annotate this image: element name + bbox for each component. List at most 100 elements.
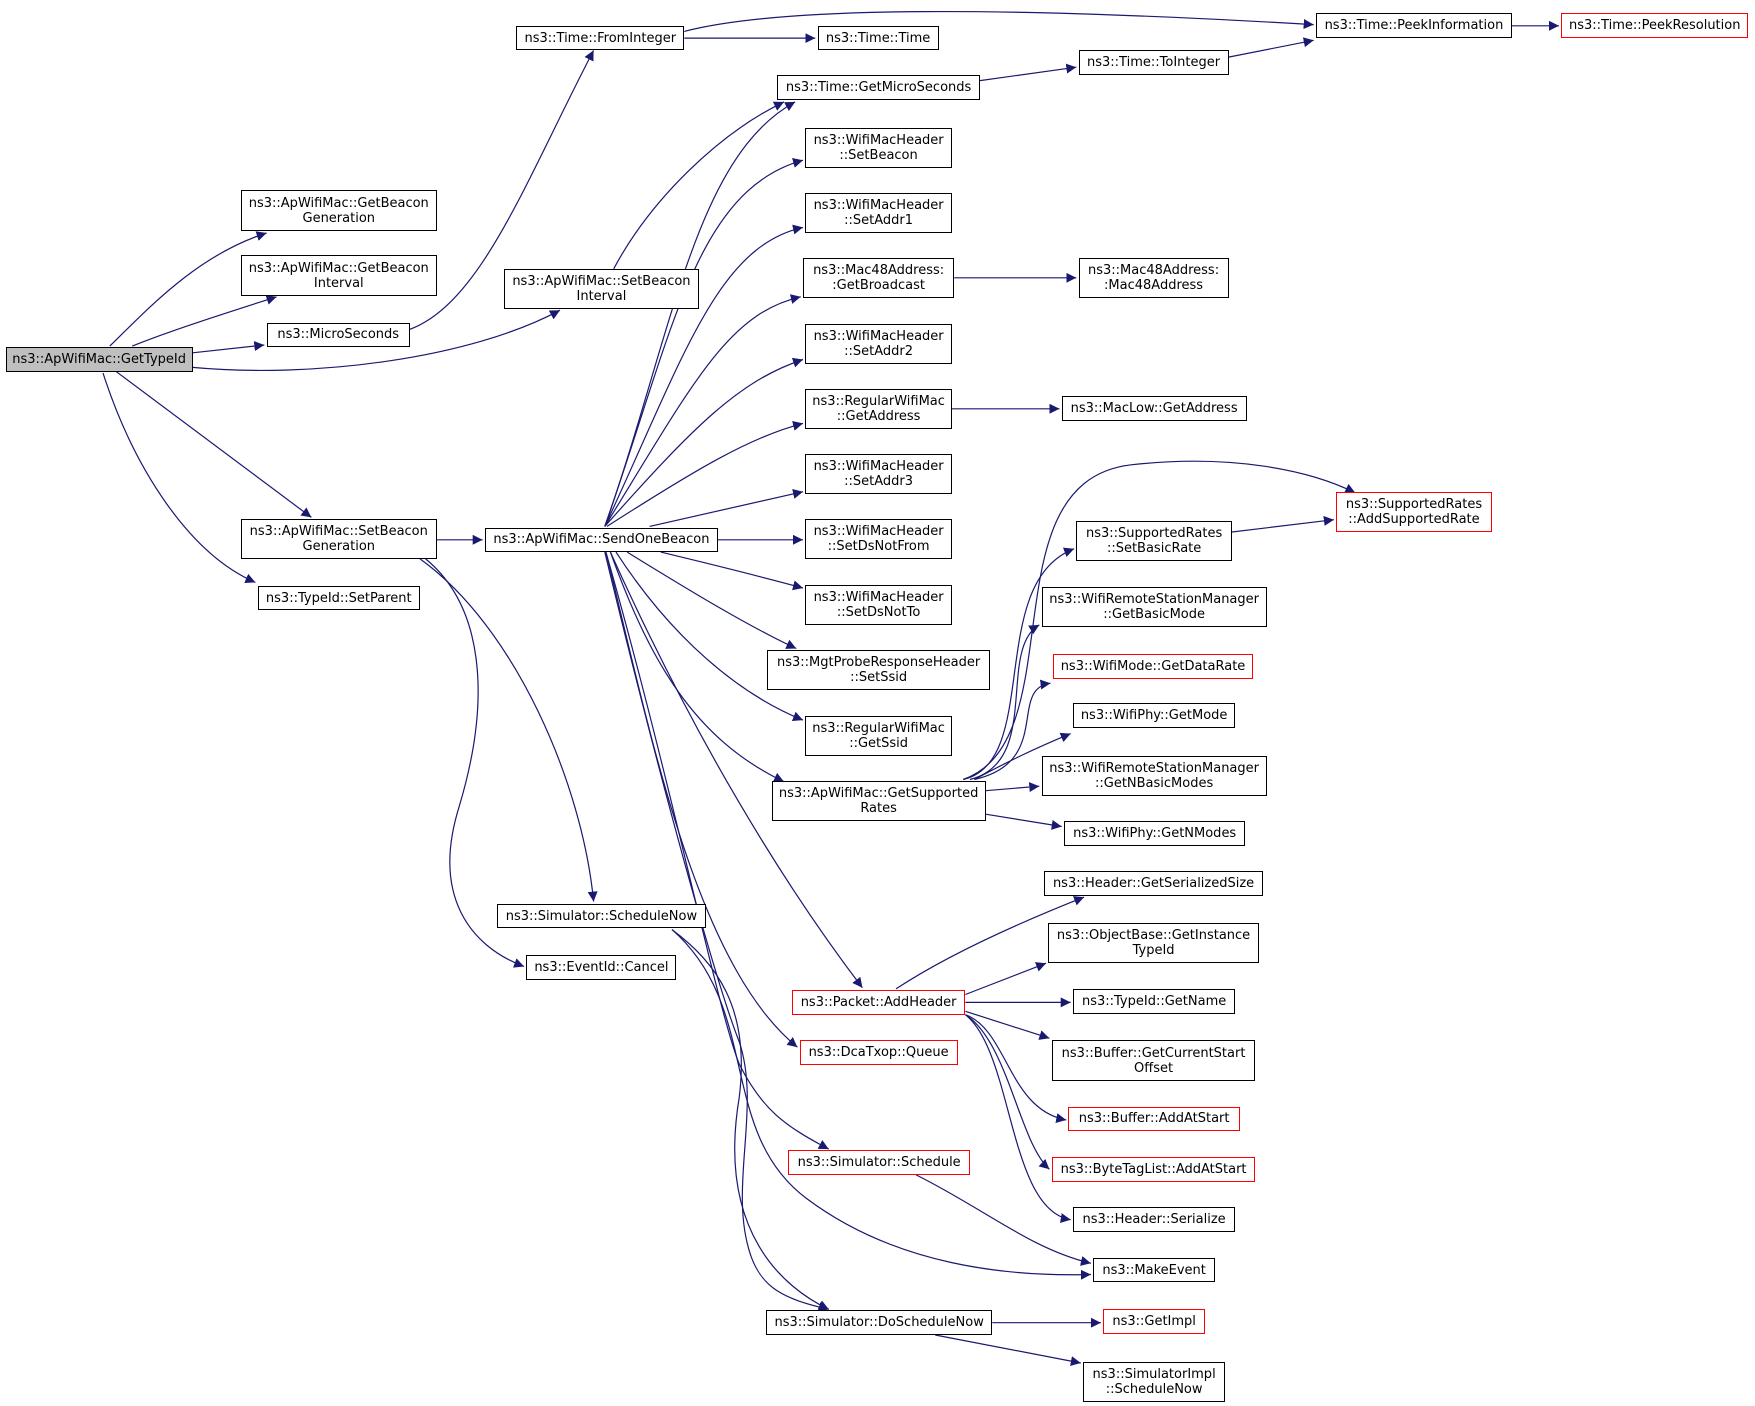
node-get-micro-seconds[interactable]: ns3::Time::GetMicroSeconds: [777, 75, 980, 100]
node-from-integer[interactable]: ns3::Time::FromInteger: [516, 25, 685, 51]
node-get-serialized-size[interactable]: ns3::Header::GetSerializedSize: [1043, 871, 1264, 896]
node-cancel[interactable]: ns3::EventId::Cancel: [526, 955, 677, 980]
node-peek-resolution[interactable]: ns3::Time::PeekResolution: [1561, 13, 1749, 39]
node-label-line: ns3::MakeEvent: [1102, 1262, 1206, 1278]
node-label-line: ns3::ApWifiMac::SetBeacon: [249, 523, 428, 539]
node-label-line: ns3::Time::Time: [825, 30, 931, 46]
node-label-line: ns3::TypeId::GetName: [1081, 993, 1227, 1009]
node-get-ssid[interactable]: ns3::RegularWifiMac::GetSsid: [805, 715, 952, 756]
node-get-name[interactable]: ns3::TypeId::GetName: [1072, 988, 1236, 1014]
node-micro-seconds[interactable]: ns3::MicroSeconds: [266, 322, 410, 348]
node-set-beacon[interactable]: ns3::WifiMacHeader::SetBeacon: [805, 127, 952, 168]
node-time-time[interactable]: ns3::Time::Time: [817, 25, 939, 51]
node-queue[interactable]: ns3::DcaTxop::Queue: [799, 1040, 958, 1066]
node-get-broadcast[interactable]: ns3::Mac48Address::GetBroadcast: [803, 257, 955, 298]
node-do-schedule-now[interactable]: ns3::Simulator::DoScheduleNow: [766, 1310, 993, 1335]
node-label-line: ::SetAddr1: [844, 212, 914, 228]
node-mac48-address[interactable]: ns3::Mac48Address::Mac48Address: [1078, 257, 1229, 298]
node-set-addr1[interactable]: ns3::WifiMacHeader::SetAddr1: [805, 192, 952, 233]
node-get-data-rate[interactable]: ns3::WifiMode::GetDataRate: [1052, 654, 1254, 679]
node-label-line: ns3::WifiMacHeader: [813, 328, 944, 344]
node-send-one-beacon[interactable]: ns3::ApWifiMac::SendOneBeacon: [484, 527, 718, 553]
node-label-line: ns3::Buffer::AddAtStart: [1078, 1111, 1230, 1127]
node-get-impl[interactable]: ns3::GetImpl: [1103, 1309, 1206, 1334]
node-label-line: ns3::ApWifiMac::SetBeacon: [512, 273, 691, 289]
node-add-supported-rate[interactable]: ns3::SupportedRates::AddSupportedRate: [1336, 491, 1492, 532]
node-set-addr3[interactable]: ns3::WifiMacHeader::SetAddr3: [805, 453, 952, 494]
node-label-line: ns3::Buffer::GetCurrentStart: [1061, 1045, 1246, 1061]
edge-setBeaconGeneration-to-scheduleNow: [419, 558, 598, 902]
node-schedule[interactable]: ns3::Simulator::Schedule: [788, 1150, 970, 1175]
edge-sendOneBeacon-to-getBroadcast: [604, 294, 801, 527]
edge-getSupportedRates-to-getNBasicModes: [985, 782, 1040, 793]
node-set-parent[interactable]: ns3::TypeId::SetParent: [257, 585, 420, 611]
node-label-line: ns3::Time::PeekInformation: [1324, 18, 1504, 34]
node-get-n-modes[interactable]: ns3::WifiPhy::GetNModes: [1063, 820, 1246, 846]
node-set-ds-not-from[interactable]: ns3::WifiMacHeader::SetDsNotFrom: [805, 518, 952, 559]
edge-getSupportedRates-to-getNModes: [985, 813, 1062, 830]
node-byte-tag-list-add-at-start[interactable]: ns3::ByteTagList::AddAtStart: [1051, 1156, 1256, 1182]
node-label-line: ns3::EventId::Cancel: [534, 960, 669, 976]
node-label-line: ::SetDsNotTo: [836, 604, 921, 620]
edge-scheduleNow-to-makeEvent: [671, 929, 1091, 1280]
node-to-integer[interactable]: ns3::Time::ToInteger: [1078, 50, 1229, 76]
edge-addHeader-to-byteTagListAddAtStart: [965, 1014, 1050, 1170]
node-label-line: ::SetBeacon: [839, 147, 918, 163]
edge-setBasicRate-to-addSupportedRate: [1231, 515, 1334, 533]
edge-getTypeId-to-setBeaconGeneration: [116, 371, 312, 518]
edge-setBeaconGeneration-to-cancel: [425, 558, 525, 968]
node-label-line: ns3::WifiMacHeader: [813, 197, 944, 213]
node-set-basic-rate[interactable]: ns3::SupportedRates::SetBasicRate: [1076, 520, 1232, 562]
node-get-mode[interactable]: ns3::WifiPhy::GetMode: [1072, 703, 1236, 728]
node-get-address[interactable]: ns3::RegularWifiMac::GetAddress: [805, 388, 952, 429]
node-make-event[interactable]: ns3::MakeEvent: [1093, 1257, 1216, 1283]
node-label-line: Generation: [302, 538, 376, 554]
node-label-line: ns3::WifiMode::GetDataRate: [1060, 658, 1246, 674]
edge-sendOneBeacon-to-setDsNotTo: [660, 551, 804, 591]
node-set-ds-not-to[interactable]: ns3::WifiMacHeader::SetDsNotTo: [805, 584, 952, 625]
node-get-type-id: ns3::ApWifiMac::GetTypeId: [5, 347, 193, 372]
node-label-line: ns3::Simulator::Schedule: [797, 1155, 961, 1171]
node-buffer-add-at-start[interactable]: ns3::Buffer::AddAtStart: [1068, 1106, 1240, 1132]
edge-sendOneBeacon-to-setAddr2: [604, 357, 804, 527]
edge-microSeconds-to-fromInteger: [409, 50, 595, 330]
edge-addHeader-to-getSerializedSize: [895, 896, 1085, 990]
node-schedule-now[interactable]: ns3::Simulator::ScheduleNow: [497, 903, 706, 929]
node-label-line: ns3::ObjectBase::GetInstance: [1056, 928, 1251, 943]
node-label-line: ns3::Mac48Address:: [1088, 262, 1220, 278]
edge-sendOneBeacon-to-getAddress: [606, 421, 804, 527]
node-label-line: ns3::WifiRemoteStationManager: [1049, 761, 1259, 777]
node-peek-information[interactable]: ns3::Time::PeekInformation: [1315, 13, 1512, 39]
node-label-line: ns3::WifiMacHeader: [813, 523, 944, 539]
node-label-line: ns3::DcaTxop::Queue: [808, 1045, 949, 1061]
node-label-line: ns3::WifiMacHeader: [813, 458, 944, 474]
edge-getTypeId-to-getBeaconInterval: [131, 295, 277, 347]
edge-sendOneBeacon-to-doScheduleNow: [604, 551, 829, 1312]
node-label-line: ns3::MacLow::GetAddress: [1070, 401, 1238, 417]
node-header-serialize[interactable]: ns3::Header::Serialize: [1072, 1207, 1236, 1232]
edge-sendOneBeacon-to-getSsid: [615, 551, 804, 721]
node-label-line: ns3::WifiRemoteStationManager: [1049, 592, 1259, 608]
edge-sendOneBeacon-to-setAddr1: [604, 224, 804, 527]
node-label-line: :GetBroadcast: [832, 277, 925, 293]
node-mac-low-get-address[interactable]: ns3::MacLow::GetAddress: [1061, 396, 1247, 422]
node-label-line: ns3::Simulator::ScheduleNow: [505, 908, 698, 924]
node-label-line: ns3::WifiPhy::GetNModes: [1073, 825, 1237, 841]
edge-getSupportedRates-to-setBasicRate: [963, 547, 1075, 781]
node-get-basic-mode[interactable]: ns3::WifiRemoteStationManager::GetBasicM…: [1041, 586, 1267, 628]
node-label-line: ns3::MgtProbeResponseHeader: [776, 654, 981, 670]
node-get-n-basic-modes[interactable]: ns3::WifiRemoteStationManager::GetNBasic…: [1041, 755, 1267, 797]
node-set-addr2[interactable]: ns3::WifiMacHeader::SetAddr2: [805, 323, 952, 364]
node-set-ssid[interactable]: ns3::MgtProbeResponseHeader::SetSsid: [767, 649, 991, 690]
node-simulator-impl-schedule-now[interactable]: ns3::SimulatorImpl::ScheduleNow: [1083, 1361, 1226, 1403]
node-add-header[interactable]: ns3::Packet::AddHeader: [791, 990, 966, 1015]
edge-getMicroSeconds-to-toInteger: [979, 63, 1077, 82]
